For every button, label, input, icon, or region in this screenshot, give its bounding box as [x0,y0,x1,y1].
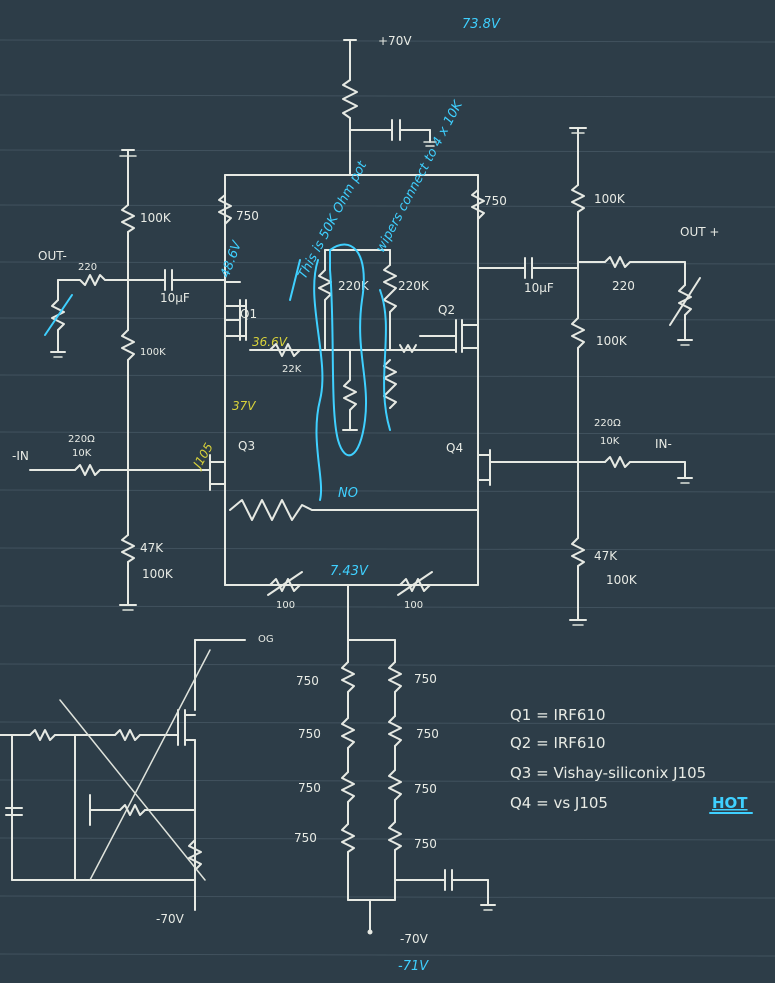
tail-resistor-ladder: 750 750 750 750 750 750 750 750 -70V -71… [294,584,496,974]
right-r-top: 100K [594,192,626,206]
svg-text:750: 750 [484,194,507,208]
left-r-in-old: 220Ω [68,434,95,445]
positive-supply: +70V 73.8V [342,17,501,176]
neg-supply-label: -70V [400,932,429,946]
pot-annotation: This is 50K Ohm pot wipers connect to 4 … [289,97,467,501]
wiper-note: wipers connect to 4 x 10K [373,97,466,255]
svg-text:750: 750 [294,831,317,845]
svg-text:Q3: Q3 [238,439,255,453]
svg-text:100: 100 [276,600,295,611]
legend-q1: Q1 = IRF610 [510,706,606,724]
left-r-bot-new: 100K [142,567,174,581]
svg-text:Q1: Q1 [240,307,257,321]
svg-text:750: 750 [298,781,321,795]
left-out-label: OUT- [38,249,67,263]
no-label: NO [338,486,358,501]
hot-label: HOT [712,794,748,812]
right-in-label: IN- [655,437,672,451]
svg-text:750: 750 [296,674,319,688]
svg-text:750: 750 [416,727,439,741]
right-r-series: 220 [612,279,635,293]
right-r-mid: 100K [596,334,628,348]
legend-q4: Q4 = vs J105 [510,794,608,812]
svg-text:22K: 22K [282,364,302,375]
pot-network: 220K 220K 22K [249,249,456,431]
svg-text:220K: 220K [398,279,430,293]
pos-supply-measured: 73.8V [462,17,501,32]
left-in-label: -IN [12,449,29,463]
q3-source-resistor [229,499,313,521]
left-cap: 10µF [160,291,190,305]
svg-text:750: 750 [414,672,437,686]
right-output-network: OUT + 220 10µF [477,225,719,346]
drain-resistor-left: 750 [218,194,259,225]
legend-q2: Q2 = IRF610 [510,734,606,752]
neg-supply-lower: -70V [156,912,185,926]
q3-part: J105 [190,440,216,472]
q4-jfet: Q4 [446,441,491,486]
left-r-top: 100K [140,211,172,225]
neg-supply-measured: -71V [398,959,429,974]
balance-pots: 100 100 7.43V [224,564,433,611]
svg-text:750: 750 [414,782,437,796]
left-input-network: -IN 220Ω 10K [12,434,211,476]
right-cap: 10µF [524,281,554,295]
right-r-in-old: 220Ω [594,418,621,429]
q2-mosfet: Q2 [419,303,479,353]
node-voltage: 7.43V [330,564,369,579]
svg-text:Q4: Q4 [446,441,463,455]
left-r-mid: 100K [140,347,166,358]
legend-q3: Q3 = Vishay-siliconix J105 [510,764,706,782]
right-r-bot-old: 47K [594,549,618,563]
board-ruling [0,39,775,957]
q3-voltage: 37V [232,399,256,413]
svg-text:220K: 220K [338,279,370,293]
current-source-sketch: OG -70V [0,634,274,926]
q1-source-voltage: 36.6V [252,335,288,349]
svg-text:750: 750 [414,837,437,851]
svg-text:Q2: Q2 [438,303,455,317]
left-r-series: 220 [78,262,97,273]
left-r-in-new: 10K [72,448,92,459]
right-bias-divider: 100K 100K 47K 100K [569,127,638,626]
right-r-in-new: 10K [600,436,620,447]
left-bias-divider: 100K 100K 47K 100K [119,149,174,611]
left-output-network: OUT- 220 10µF [38,249,226,358]
svg-text:750: 750 [236,209,259,223]
right-r-bot-new: 100K [606,573,638,587]
left-r-bot-old: 47K [140,541,164,555]
svg-text:750: 750 [298,727,321,741]
pos-supply-label: +70V [378,34,412,48]
right-out-label: OUT + [680,225,719,239]
svg-text:100: 100 [404,600,423,611]
q3-jfet: Q3 J105 37V [190,399,256,491]
q1-mosfet: Q1 48.6V 36.6V [218,238,288,349]
drain-resistor-right: 750 [471,189,507,220]
part-legend: Q1 = IRF610 Q2 = IRF610 Q3 = Vishay-sili… [510,706,753,814]
right-input-network: IN- 220Ω 10K [489,418,693,484]
og-label: OG [258,634,274,645]
q1-drain-voltage: 48.6V [218,238,245,280]
